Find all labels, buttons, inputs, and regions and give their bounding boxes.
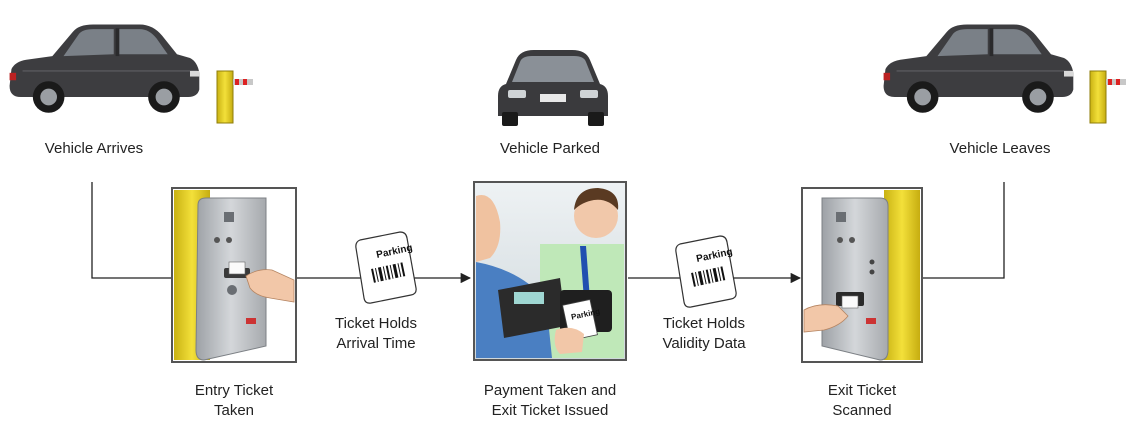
payment-counter-panel: Parking	[473, 181, 627, 361]
validity-ticket-illustration: Parking	[675, 235, 737, 308]
flow-line-exit	[922, 182, 1005, 279]
label-entry-step: Entry Ticket Taken	[164, 381, 304, 421]
label-vehicle-parked: Vehicle Parked	[499, 140, 601, 157]
label-validity-ticket-line2: Validity Data	[662, 335, 746, 352]
label-payment-step: Payment Taken and Exit Ticket Issued	[450, 381, 650, 421]
parked-car-illustration	[498, 50, 608, 126]
label-exit-step-line1: Exit Ticket	[827, 382, 897, 399]
label-payment-step-line2: Exit Ticket Issued	[491, 402, 609, 419]
label-validity-ticket: Ticket Holds Validity Data	[644, 314, 764, 354]
label-arrival-ticket-line2: Arrival Time	[336, 335, 416, 352]
leaving-car-illustration	[882, 23, 1074, 114]
label-entry-step-line2: Taken	[213, 402, 255, 419]
exit-barrier-illustration	[1089, 70, 1127, 124]
flow-line-entry	[91, 182, 172, 279]
arrival-ticket-illustration: Parking	[355, 231, 417, 304]
entry-barrier-illustration	[216, 70, 254, 124]
arriving-car-illustration	[8, 23, 200, 114]
label-arrival-ticket-line1: Ticket Holds	[335, 315, 417, 332]
label-vehicle-arrives: Vehicle Arrives	[44, 140, 144, 157]
label-arrival-ticket: Ticket Holds Arrival Time	[316, 314, 436, 354]
label-exit-step-line2: Scanned	[832, 402, 892, 419]
exit-machine-panel	[801, 187, 923, 363]
entry-machine-panel	[171, 187, 297, 363]
label-validity-ticket-line1: Ticket Holds	[663, 315, 745, 332]
label-vehicle-leaves: Vehicle Leaves	[949, 140, 1051, 157]
label-payment-step-line1: Payment Taken and	[483, 382, 617, 399]
label-entry-step-line1: Entry Ticket	[194, 382, 274, 399]
label-exit-step: Exit Ticket Scanned	[792, 381, 932, 421]
